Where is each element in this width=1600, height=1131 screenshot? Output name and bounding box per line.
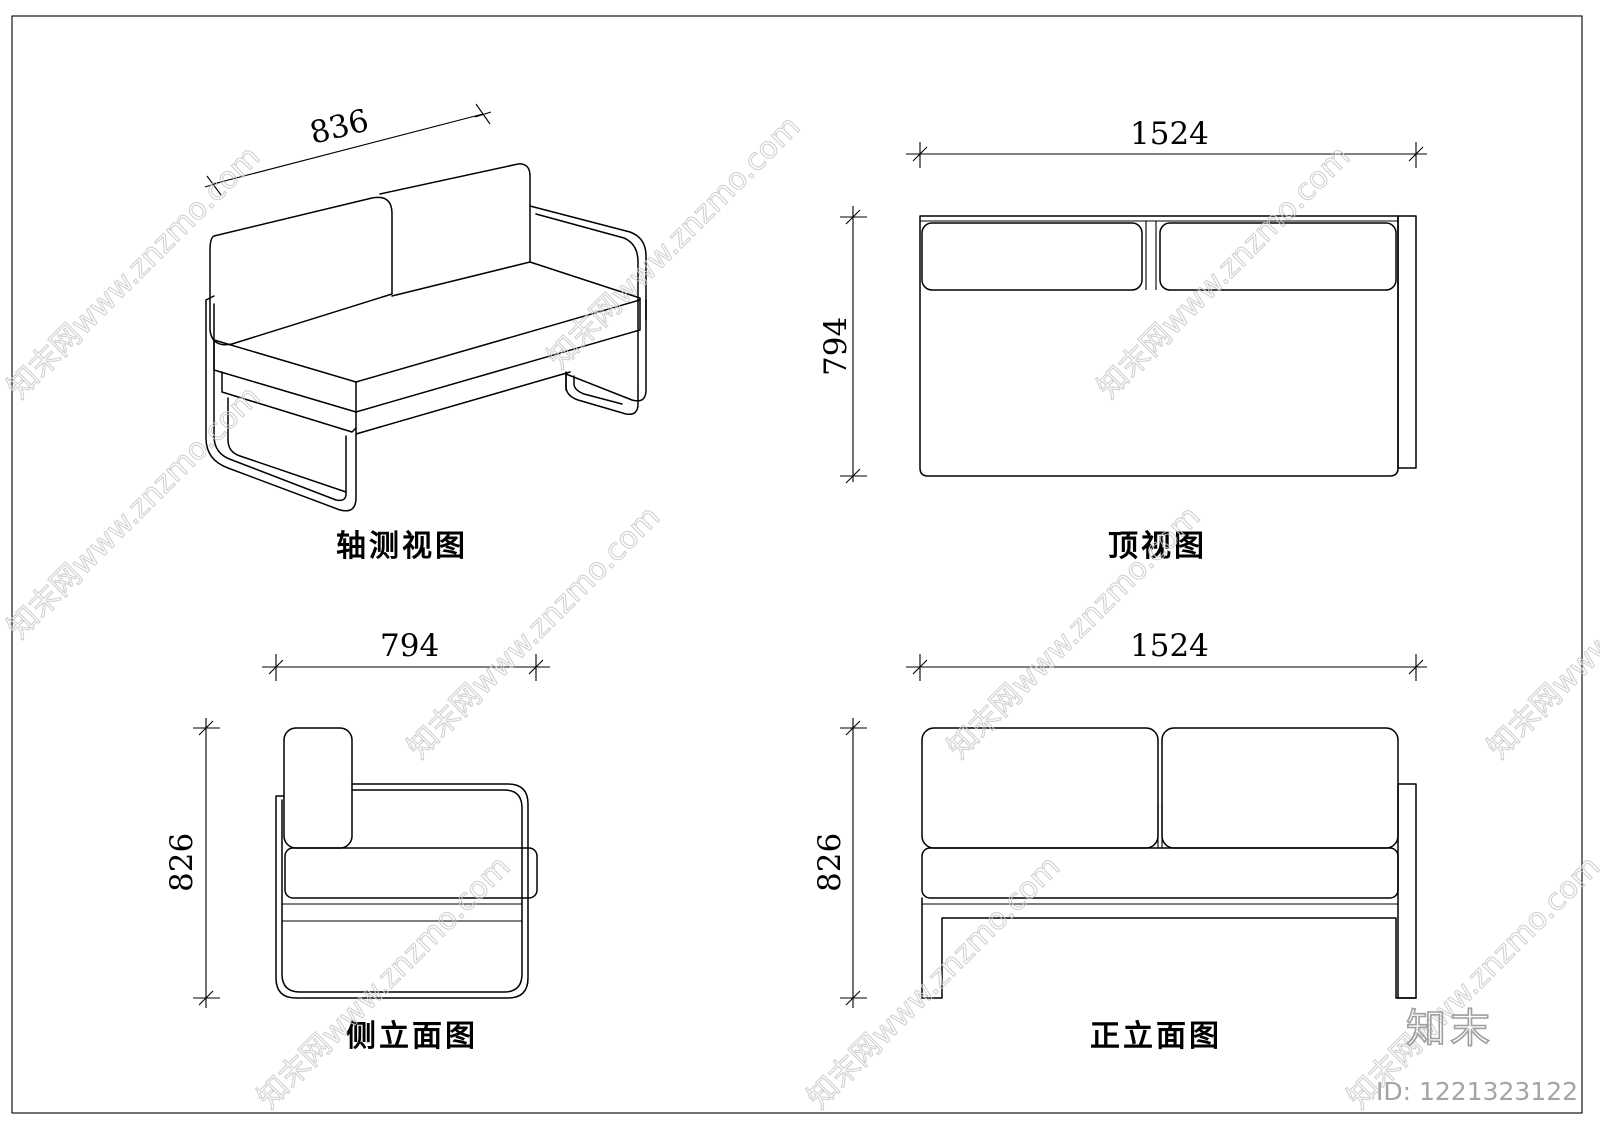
- axo-width-label: 836: [306, 103, 372, 152]
- side-caption: 侧立面图: [346, 1019, 478, 1054]
- watermark-text: 知末网www.znzmo.com: [1, 139, 267, 405]
- front-sofa-drawing: [921, 727, 1417, 999]
- top-sofa-drawing: [919, 215, 1417, 477]
- top-width-dimension: 1524: [906, 116, 1427, 168]
- front-caption: 正立面图: [1090, 1019, 1222, 1054]
- watermark-text: 知末网www.znzmo.com: [251, 849, 517, 1115]
- watermark-text: 知末网www.znzmo.com: [1341, 849, 1600, 1115]
- front-width-dimension: 1524: [906, 628, 1427, 681]
- top-depth-label: 794: [818, 317, 854, 376]
- front-width-label: 1524: [1130, 628, 1209, 664]
- drawing-border: [11, 15, 1583, 1114]
- top-view: 1524 794 顶视图: [818, 116, 1427, 564]
- top-width-label: 1524: [1130, 116, 1209, 152]
- side-width-dimension: 794: [262, 628, 550, 681]
- side-elevation-view: 794 826 侧立面图: [164, 628, 550, 1054]
- watermark-text: 知末网www.znzmo.com: [1091, 139, 1357, 405]
- watermark-layer: 知末网www.znzmo.com 知末网www.znzmo.com 知末网www…: [0, 109, 1600, 1116]
- watermark-logo: 知末: [1406, 1006, 1494, 1052]
- front-height-label: 826: [812, 833, 848, 892]
- front-elevation-view: 1524 826 正立面图: [812, 628, 1427, 1054]
- image-id-label: ID: 1221323122: [1376, 1077, 1578, 1106]
- axo-sofa-drawing: [205, 163, 647, 512]
- side-width-label: 794: [380, 628, 439, 664]
- top-caption: 顶视图: [1108, 529, 1207, 564]
- axo-caption: 轴测视图: [336, 529, 468, 564]
- front-height-dimension: 826: [812, 718, 867, 1008]
- axonometric-view: 836 轴测视: [204, 103, 647, 564]
- watermark-text: 知末网www.znzmo.com: [541, 109, 807, 375]
- top-depth-dimension: 794: [818, 206, 867, 484]
- side-height-label: 826: [164, 833, 200, 892]
- side-sofa-drawing: [275, 727, 538, 999]
- side-height-dimension: 826: [164, 718, 220, 1008]
- watermark-text: 知末网www.znzmo.com: [1, 379, 267, 645]
